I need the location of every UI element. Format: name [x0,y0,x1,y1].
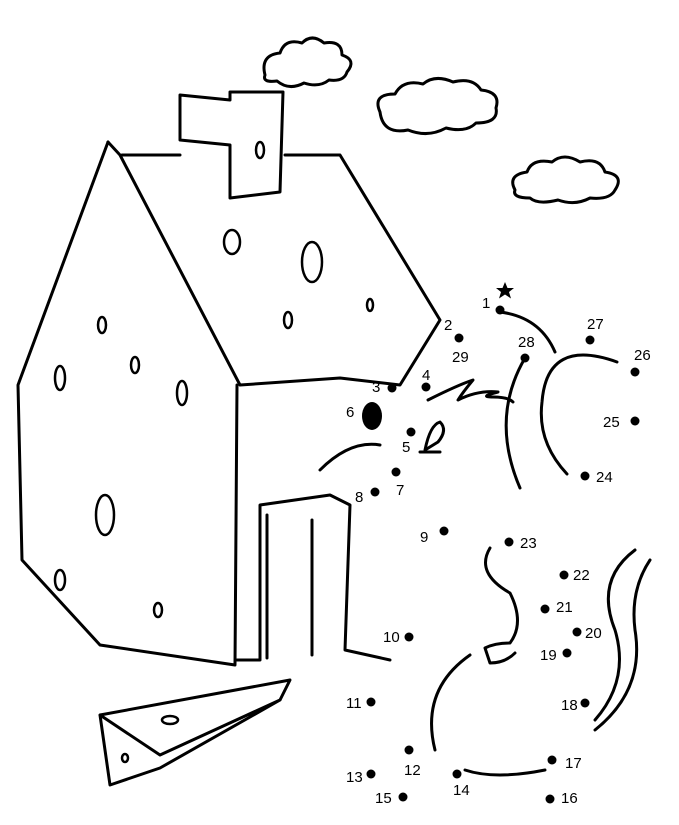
dot-16 [545,794,555,804]
dot-19 [562,648,572,658]
dot-17 [547,755,557,765]
mouse-outline [318,310,652,777]
dot-10 [404,632,414,642]
dot-label-29: 29 [452,349,469,366]
cheese-house [16,90,442,667]
dot-5 [406,427,416,437]
dot-label-27: 27 [587,316,604,333]
dot-label-25: 25 [603,414,620,431]
dot-label-15: 15 [375,790,392,807]
dot-22 [559,570,569,580]
dot-label-18: 18 [561,697,578,714]
dot-label-24: 24 [596,469,613,486]
dot-2 [454,333,464,343]
dot-20 [572,627,582,637]
dot-23 [504,537,514,547]
dot-label-19: 19 [540,647,557,664]
dot-26 [630,367,640,377]
dot-15 [398,792,408,802]
dot-8 [370,487,380,497]
dot-label-2: 2 [444,317,452,334]
dot-4 [421,382,431,392]
dot-28 [520,353,530,363]
dot-7 [391,467,401,477]
dot-label-5: 5 [402,439,410,456]
dot-21 [540,604,550,614]
dot-18 [580,698,590,708]
dot-label-6: 6 [346,404,354,421]
dot-label-10: 10 [383,629,400,646]
chimney [178,90,285,200]
dot-label-21: 21 [556,599,573,616]
dot-1 [495,305,505,315]
dot-25 [630,416,640,426]
dot-13 [366,769,376,779]
dot-label-23: 23 [520,535,537,552]
dot-label-7: 7 [396,482,404,499]
dot-label-8: 8 [355,489,363,506]
dot-label-28: 28 [518,334,535,351]
cheese-wedge [98,678,292,787]
dot-27 [585,335,595,345]
dot-12 [404,745,414,755]
dot-label-16: 16 [561,790,578,807]
dot-label-9: 9 [420,529,428,546]
clouds [262,36,620,205]
dot-label-13: 13 [346,769,363,786]
dot-label-3: 3 [372,379,380,396]
dot-3 [387,383,397,393]
dot-11 [366,697,376,707]
dot-14 [452,769,462,779]
dot-label-1: 1 [482,295,490,312]
cloud [376,77,499,135]
star-icon [496,282,514,299]
dot-label-17: 17 [565,755,582,772]
cloud [511,155,620,205]
dot-label-11: 11 [346,695,362,712]
dot-label-12: 12 [404,762,421,779]
dot-label-20: 20 [585,625,602,642]
dot-label-26: 26 [634,347,651,364]
cloud [262,36,353,88]
dot-label-4: 4 [422,367,430,384]
dot-9 [439,526,449,536]
dot-24 [580,471,590,481]
dot-label-14: 14 [453,782,470,799]
dot-label-22: 22 [573,567,590,584]
dot-6 [364,407,374,417]
